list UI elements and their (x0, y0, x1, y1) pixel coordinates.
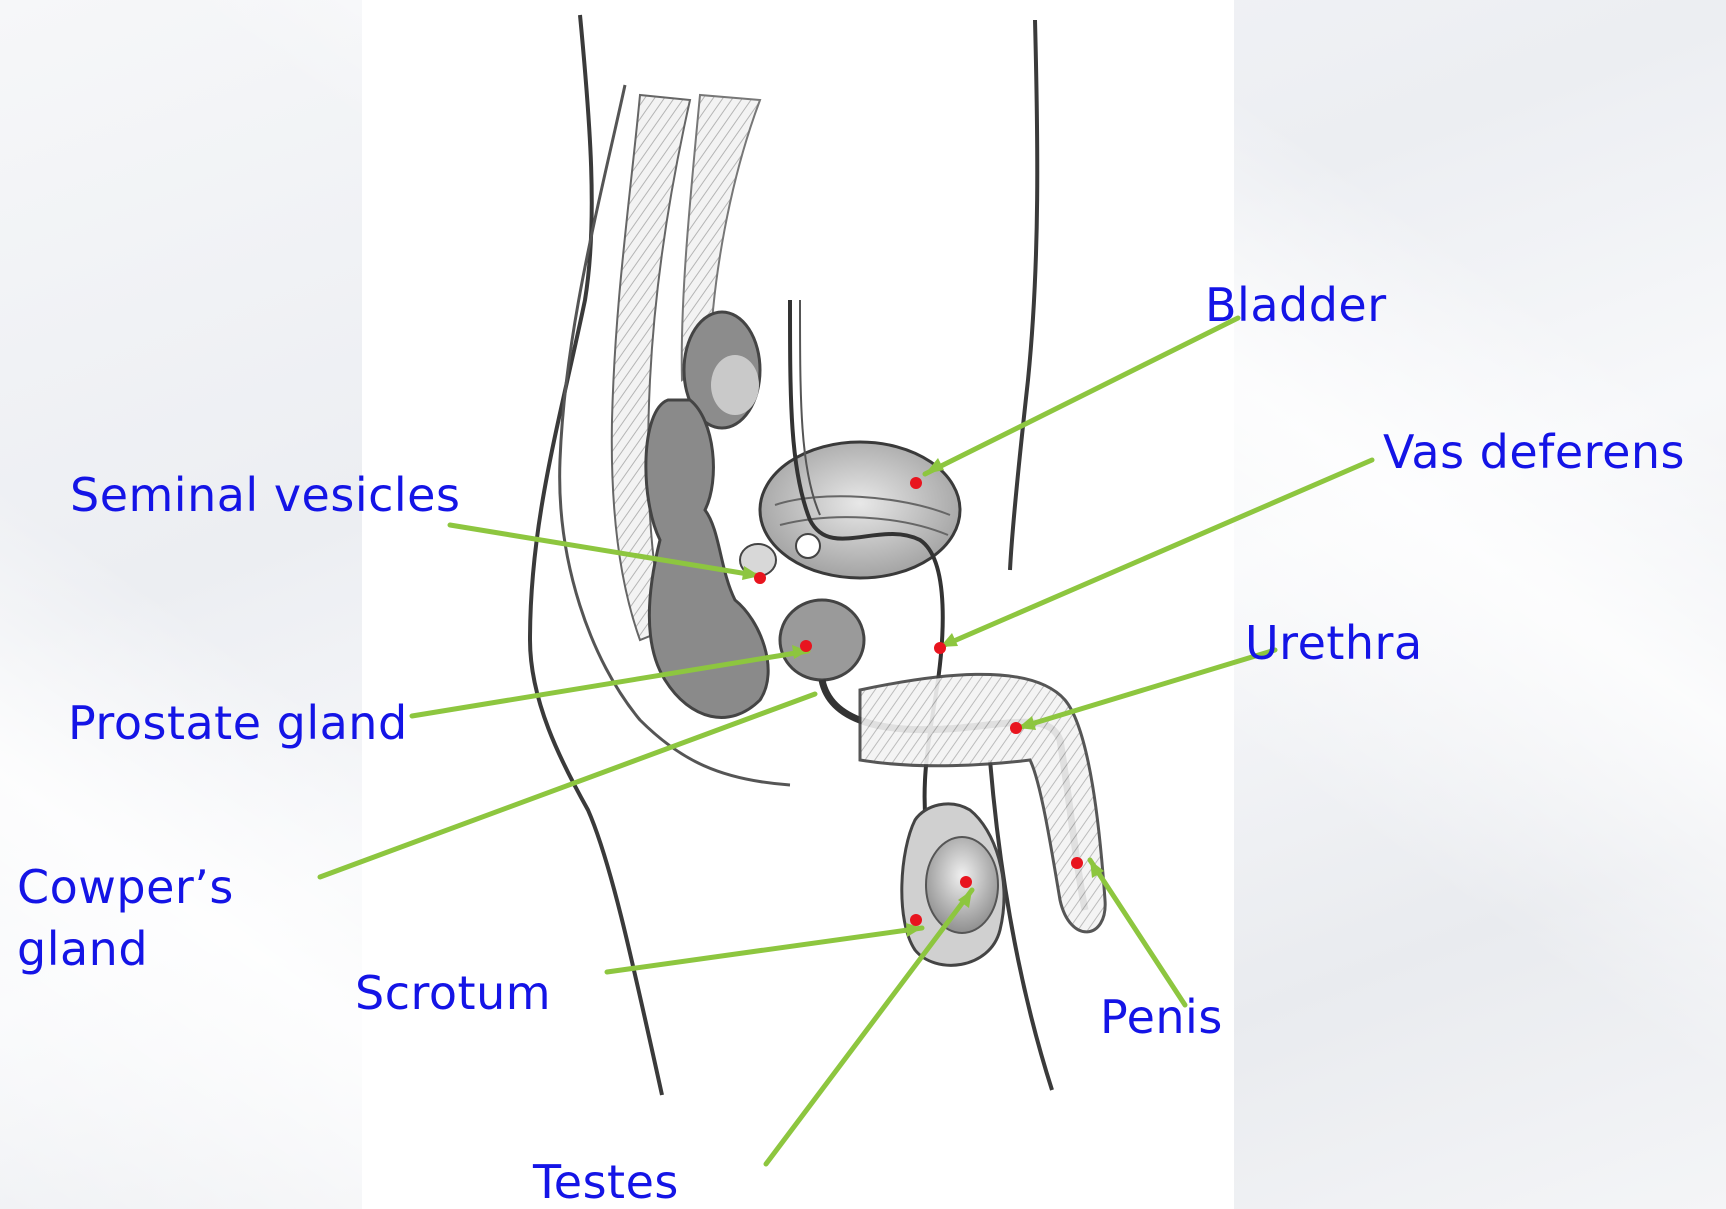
label-cowpers-gland-line2: gland (17, 922, 148, 976)
marker-vas-deferens (934, 642, 946, 654)
label-scrotum: Scrotum (355, 966, 551, 1020)
label-testes: Testes (533, 1155, 679, 1209)
leader-line-scrotum (607, 928, 922, 972)
label-vas-deferens: Vas deferens (1383, 425, 1685, 479)
marker-urethra (1010, 722, 1022, 734)
leader-line-urethra (1018, 650, 1275, 728)
leader-line-bladder (925, 318, 1238, 474)
front-outline (1010, 20, 1037, 570)
marker-penis (1071, 857, 1083, 869)
vas-deferens-path (790, 300, 943, 860)
marker-bladder (910, 477, 922, 489)
rectum-upper-highlight (711, 355, 759, 415)
label-seminal-vesicles: Seminal vesicles (70, 468, 460, 522)
label-penis: Penis (1100, 990, 1223, 1044)
leader-line-testes (766, 890, 972, 1164)
label-bladder: Bladder (1205, 278, 1387, 332)
marker-scrotum (910, 914, 922, 926)
label-prostate-gland: Prostate gland (68, 696, 408, 750)
prostate-shape (780, 600, 864, 680)
marker-seminal-vesicles (754, 572, 766, 584)
label-cowpers-gland-line1: Cowper’s (17, 860, 234, 914)
label-urethra: Urethra (1245, 616, 1423, 670)
leader-line-penis (1090, 860, 1185, 1005)
marker-prostate-gland (800, 640, 812, 652)
bladder-shape (760, 442, 960, 578)
marker-testes (960, 876, 972, 888)
